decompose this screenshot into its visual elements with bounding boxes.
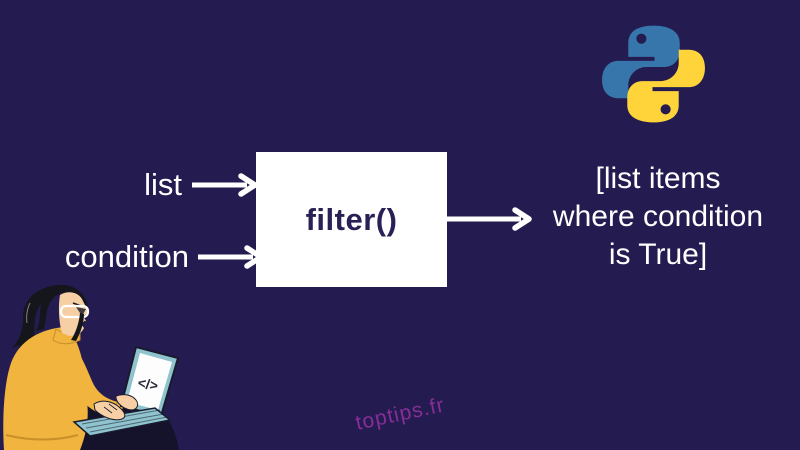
glasses-icon (59, 304, 90, 319)
output-line-2: where condition (552, 200, 764, 233)
input-label-list: list (144, 167, 182, 202)
hand-right (115, 394, 139, 411)
python-logo-icon (602, 25, 705, 123)
output-line-3: is True] (608, 238, 708, 271)
filter-function-box: filter() (256, 152, 447, 287)
hair-side-strand (71, 313, 84, 341)
hair-highlight (26, 302, 31, 324)
input-label-condition: condition (64, 239, 189, 274)
sweater-arm (58, 339, 124, 419)
hand-left (93, 400, 126, 421)
hair-back (12, 284, 89, 352)
filter-function-label: filter() (305, 201, 398, 237)
output-line-1: [list items (595, 162, 721, 195)
person-coding-illustration: </> (3, 284, 180, 450)
code-icon: </> (137, 374, 160, 393)
output-result-text: [list items where condition is True] (538, 160, 778, 274)
glasses-lens-shade (76, 307, 86, 316)
hair-fringe (36, 285, 70, 331)
finger-lines (103, 403, 118, 414)
arrow-right-output-icon (447, 207, 532, 231)
arrow-right-list-icon (192, 173, 258, 197)
laptop-screen (127, 353, 172, 410)
watermark-text: toptips.fr (353, 393, 447, 435)
sweater-hem-line (5, 434, 79, 441)
